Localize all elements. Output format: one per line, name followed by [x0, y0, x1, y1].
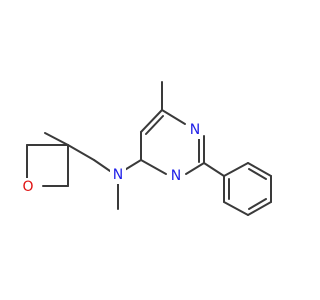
- bond: [247, 201, 272, 216]
- atom-label-n: N: [113, 167, 123, 183]
- atom-label-o: O: [22, 179, 33, 195]
- atom-labels: N N N O: [19, 121, 203, 196]
- atom-n-amine: N: [110, 166, 126, 184]
- molecule-structure: N N N O: [19, 81, 272, 216]
- bond: [145, 115, 164, 135]
- bond: [140, 159, 167, 175]
- bond: [140, 109, 163, 133]
- bond: [67, 144, 95, 161]
- bond: [161, 109, 186, 125]
- bond: [223, 201, 249, 216]
- bond: [44, 132, 69, 146]
- bond: [248, 198, 267, 210]
- bond: [185, 162, 205, 175]
- bond: [223, 162, 249, 177]
- bond: [247, 162, 272, 177]
- atom-label-n: N: [190, 122, 200, 138]
- bond: [248, 168, 267, 180]
- atom-o-oxetane: O: [19, 178, 37, 196]
- bond: [93, 159, 111, 172]
- bonds: [26, 81, 272, 216]
- atom-label-n: N: [171, 168, 181, 184]
- bond: [203, 162, 225, 177]
- atom-n-ring-top: N: [187, 121, 203, 139]
- atom-n-ring-bottom: N: [168, 167, 184, 185]
